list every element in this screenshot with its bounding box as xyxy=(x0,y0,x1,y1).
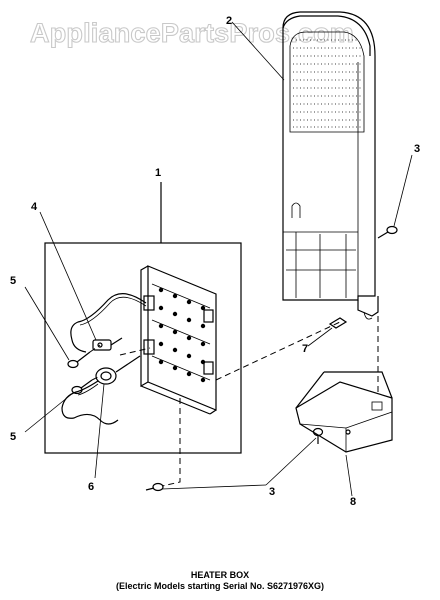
callout-1: 1 xyxy=(155,167,161,179)
callout-8: 8 xyxy=(350,496,356,508)
screw-duct xyxy=(377,225,398,239)
watermark: AppliancePartsPros.com xyxy=(30,18,354,48)
screw-bottom xyxy=(145,482,164,492)
leader-5-lower xyxy=(24,392,74,433)
leader-7 xyxy=(307,327,333,347)
callout-5-upper: 5 xyxy=(10,275,16,287)
leader-6 xyxy=(94,383,105,479)
leader-3-lower-b xyxy=(265,437,317,486)
heater-element-plate xyxy=(140,265,217,415)
callout-7: 7 xyxy=(302,343,308,355)
leader-5-upper xyxy=(24,286,70,361)
mounting-bracket xyxy=(295,371,393,453)
screw-lower xyxy=(71,375,101,395)
leader-2 xyxy=(231,21,285,81)
diagram-subtitle: (Electric Models starting Serial No. S62… xyxy=(115,581,325,591)
diagram-title: HEATER BOX xyxy=(190,570,250,580)
heater-assembly-frame xyxy=(44,242,242,454)
align-thermostat xyxy=(119,347,151,356)
wire-lower xyxy=(61,380,119,425)
callout-3-lower: 3 xyxy=(269,486,275,498)
callout-5-lower: 5 xyxy=(10,431,16,443)
screw-upper xyxy=(67,344,101,369)
leader-3-upper xyxy=(393,154,413,227)
callout-4: 4 xyxy=(31,201,38,213)
leader-3-lower-a xyxy=(161,484,267,490)
callout-6: 6 xyxy=(88,481,94,493)
high-limit-thermostat xyxy=(92,337,123,351)
callout-2: 2 xyxy=(226,15,232,27)
clip-7 xyxy=(328,317,348,329)
heater-duct xyxy=(282,11,379,320)
leader-8 xyxy=(345,454,353,497)
wire-upper xyxy=(70,293,147,353)
align-bottom-screw xyxy=(161,398,181,487)
callout-3-upper: 3 xyxy=(414,143,420,155)
align-plate-to-duct xyxy=(215,321,341,381)
leader-4 xyxy=(39,211,97,341)
thermal-fuse xyxy=(95,355,141,385)
